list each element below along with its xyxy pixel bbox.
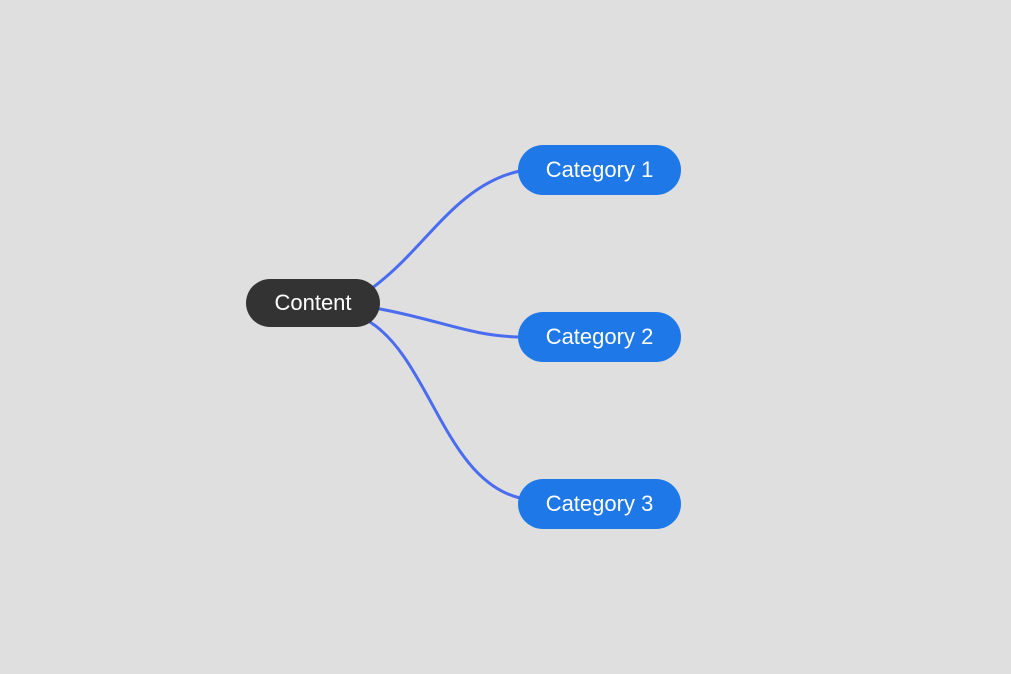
connector-category-3 xyxy=(368,320,522,500)
category-node-label: Category 3 xyxy=(545,491,654,516)
category-node-label: Category 2 xyxy=(545,324,654,349)
category-node-3[interactable]: Category 3 xyxy=(518,479,681,529)
connector-category-2 xyxy=(378,307,522,339)
connector-category-1 xyxy=(370,169,522,290)
category-node-label: Category 1 xyxy=(545,157,654,182)
root-node-label: Content xyxy=(274,290,352,315)
category-node-2[interactable]: Category 2 xyxy=(518,312,681,362)
root-node[interactable]: Content xyxy=(246,279,380,327)
category-node-1[interactable]: Category 1 xyxy=(518,145,681,195)
